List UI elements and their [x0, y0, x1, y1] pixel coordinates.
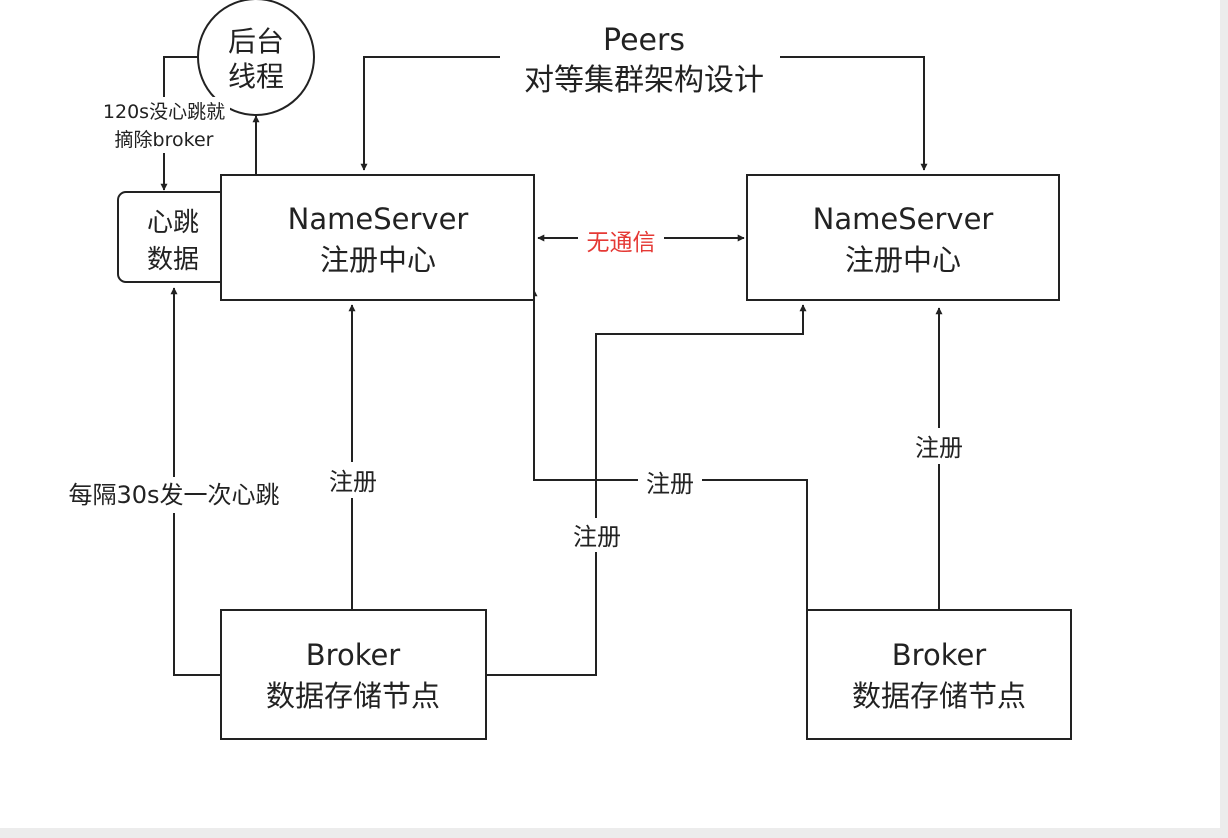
diagram-title-line1: Peers: [603, 23, 685, 58]
peers-to-right-nameserver-connector: [780, 56, 928, 171]
broker-left-to-right-nameserver-connector: [487, 304, 807, 676]
nameserver-right-desc: 注册中心: [845, 243, 961, 277]
thread-node-line1: 后台: [228, 25, 284, 58]
no-comm-label: 无通信: [587, 230, 656, 256]
broker-left-desc: 数据存储节点: [266, 679, 440, 713]
nameserver-left-node: [220, 174, 535, 301]
remove-broker-label-line2: 摘除broker: [115, 129, 214, 151]
diagram-title-line2: 对等集群架构设计: [524, 63, 764, 98]
nameserver-right-name: NameServer: [813, 202, 994, 236]
heartbeat-node-line1: 心跳: [147, 208, 199, 238]
register-cross-to-right-label: 注册: [573, 523, 621, 551]
broker-right-node: [806, 609, 1072, 740]
broker-right-name: Broker: [892, 638, 987, 672]
heartbeat-interval-label: 每隔30s发一次心跳: [68, 481, 279, 509]
register-right-label: 注册: [915, 434, 963, 462]
broker-left-node: [220, 609, 487, 740]
background-thread-node: [197, 0, 315, 116]
broker-right-to-left-nameserver-connector: [530, 289, 808, 610]
register-cross-to-left-label: 注册: [646, 470, 694, 498]
broker-left-name: Broker: [306, 638, 401, 672]
heartbeat-node-line2: 数据: [147, 245, 199, 275]
broker-heartbeat-connector: [170, 287, 222, 676]
nameserver-right-node: [746, 174, 1060, 301]
remove-broker-label-line1: 120s没心跳就: [103, 101, 225, 123]
peers-to-left-nameserver-connector: [360, 56, 500, 171]
register-left-label: 注册: [329, 468, 377, 496]
thread-node-line2: 线程: [228, 60, 284, 93]
broker-right-desc: 数据存储节点: [852, 679, 1026, 713]
nameserver-left-desc: 注册中心: [320, 243, 436, 277]
nameserver-left-name: NameServer: [288, 202, 469, 236]
